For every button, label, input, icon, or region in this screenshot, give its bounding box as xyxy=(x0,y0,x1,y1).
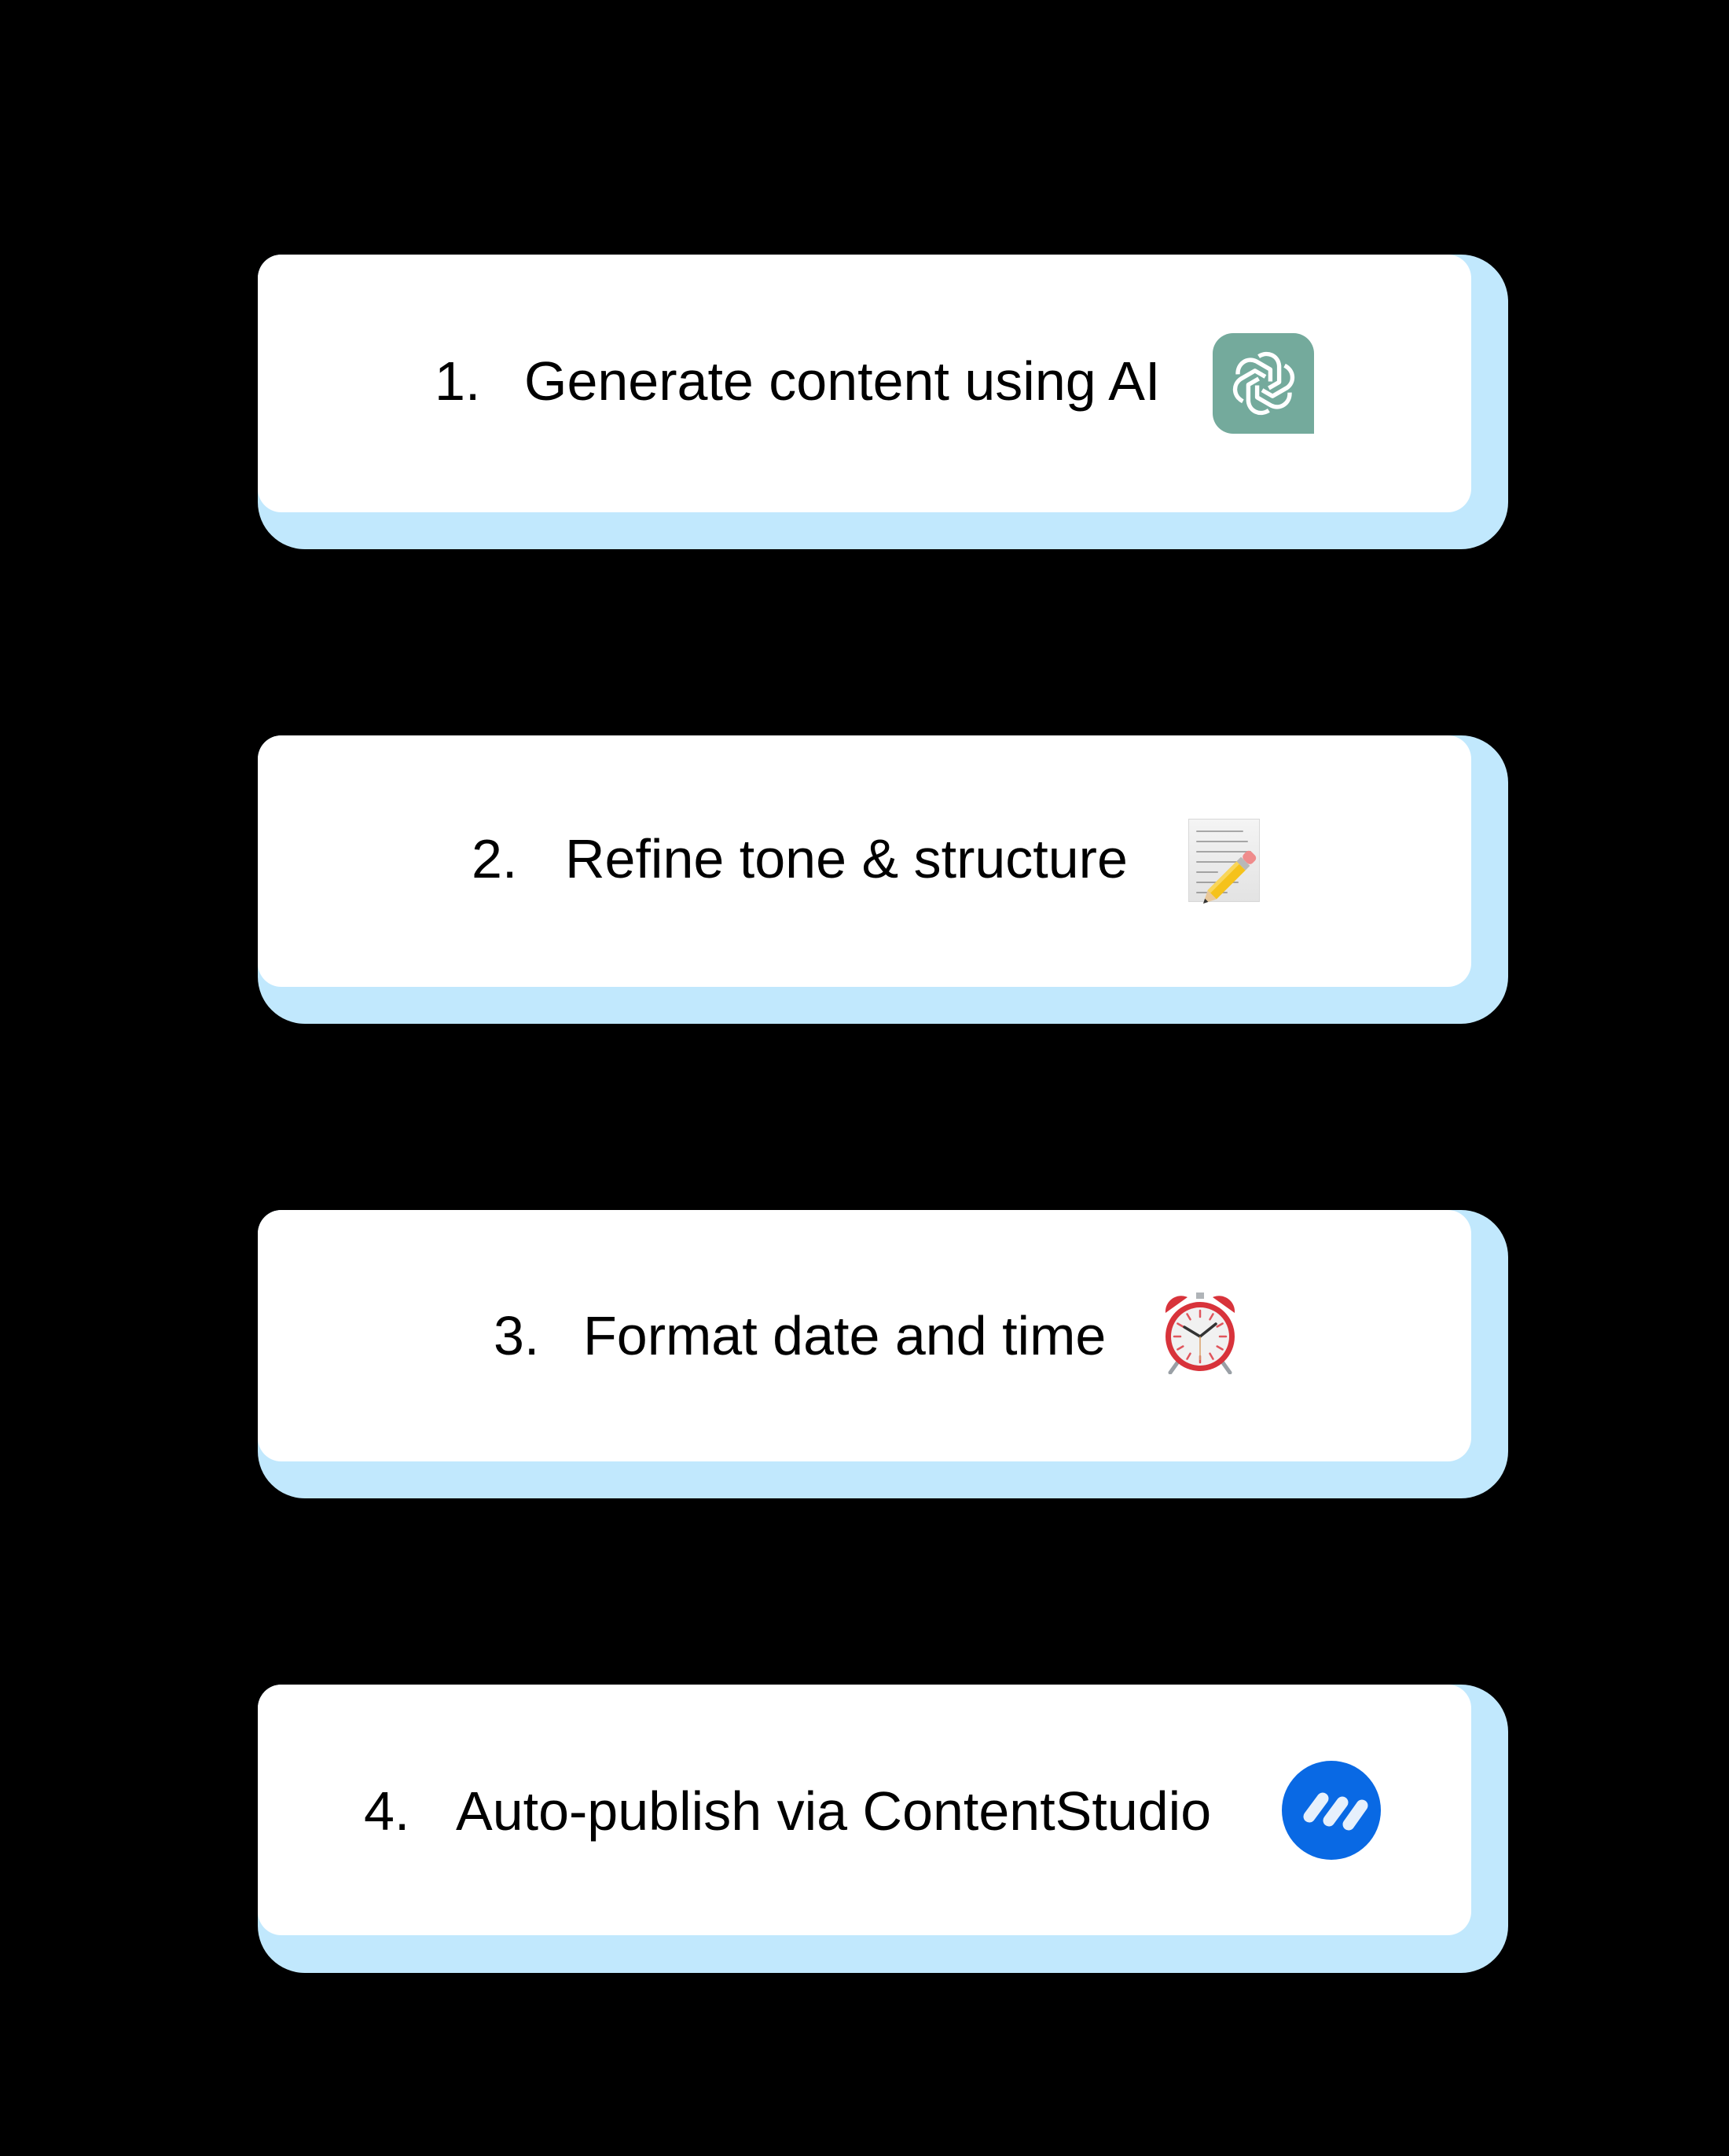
pencil-icon xyxy=(1203,850,1257,904)
step-number: 1. xyxy=(435,350,481,412)
step-number: 3. xyxy=(494,1305,540,1366)
step-number: 2. xyxy=(472,828,518,889)
step-label: Generate content using AI xyxy=(524,350,1161,412)
chatgpt-logo-icon xyxy=(1213,333,1314,434)
step-1: 1. Generate content using AI xyxy=(258,255,1508,549)
step-number: 4. xyxy=(364,1780,410,1842)
step-3: 3. Format date and time xyxy=(258,1210,1508,1498)
step-card xyxy=(258,1685,1471,1935)
contentstudio-logo-icon xyxy=(1282,1761,1381,1860)
step-2: 2. Refine tone & structure xyxy=(258,735,1508,1024)
step-card xyxy=(258,735,1471,987)
step-label: Format date and time xyxy=(583,1305,1107,1366)
memo-icon xyxy=(1188,819,1260,904)
step-label: Refine tone & structure xyxy=(565,828,1128,889)
step-4: 4. Auto-publish via ContentStudio xyxy=(258,1685,1508,1973)
alarm-clock-icon xyxy=(1161,1291,1239,1375)
step-card xyxy=(258,1210,1471,1461)
step-label: Auto-publish via ContentStudio xyxy=(456,1780,1212,1842)
